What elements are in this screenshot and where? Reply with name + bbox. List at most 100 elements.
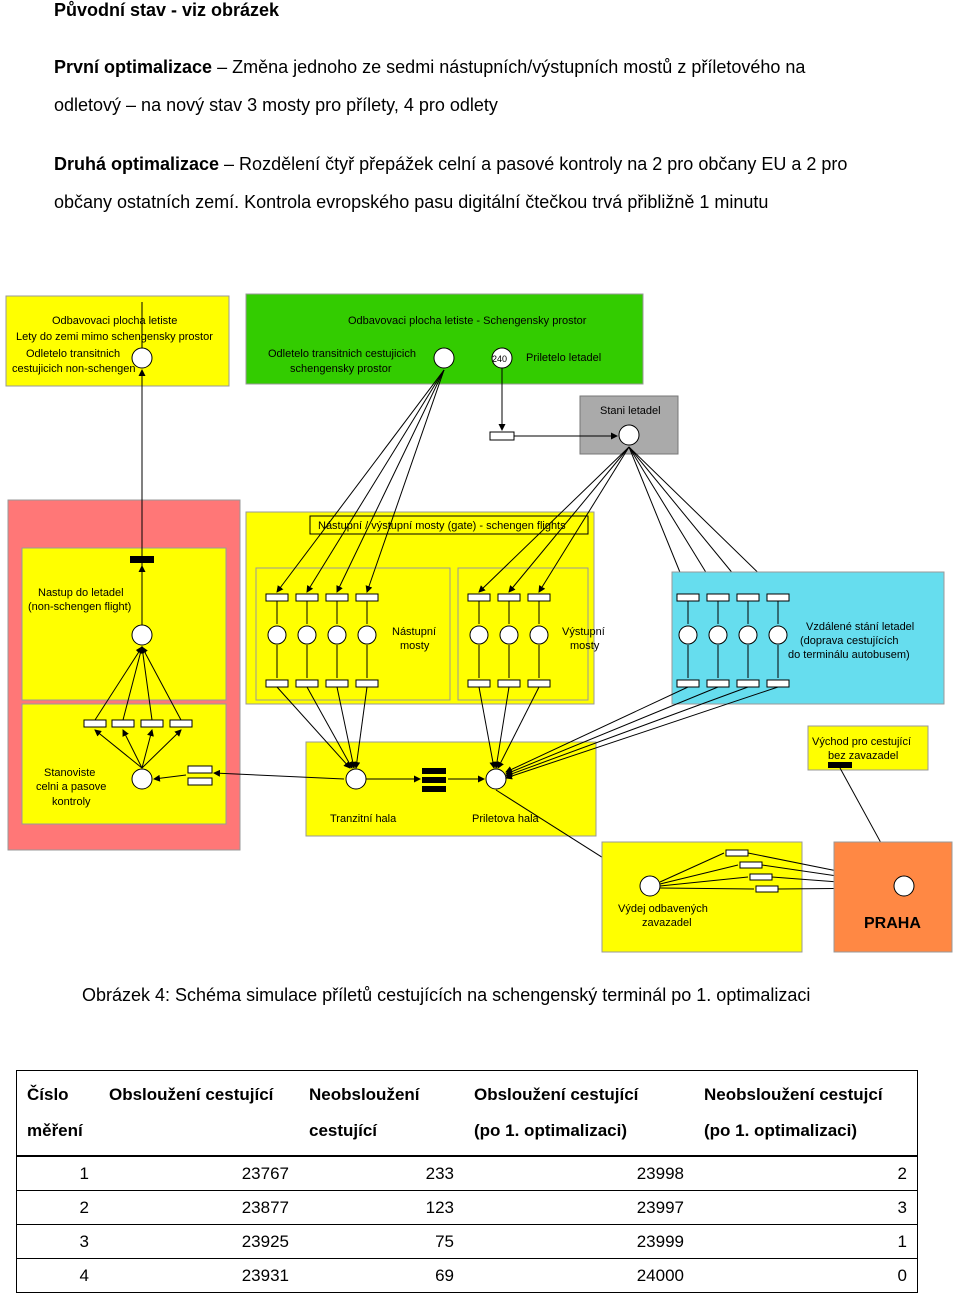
flow-lines-top	[138, 302, 779, 625]
remote-stand-nodes	[676, 593, 790, 688]
box-departure-schengen	[245, 293, 644, 385]
cell: 4	[16, 1258, 99, 1293]
label-boarding-bridges-2: mosty	[400, 640, 430, 652]
box-praha	[833, 841, 953, 953]
cell: 23999	[464, 1224, 694, 1259]
opt1-text-1: – Změna jednoho ze sedmi nástupních/výst…	[212, 57, 806, 77]
place-stand	[618, 424, 640, 446]
transition-exit-nobag	[828, 762, 852, 768]
transition-hall-1	[422, 768, 446, 774]
token-count: 240	[492, 354, 507, 364]
label-arrived: Priletelo letadel	[526, 352, 601, 364]
label-baggage: Výdej odbavených	[618, 903, 708, 915]
box-boarding-bridges	[255, 567, 451, 701]
label-exit-bridges-2: mosty	[570, 640, 600, 652]
header-served-opt: Obsloužení cestující(po 1. optimalizaci)	[474, 1085, 639, 1140]
table-row: 1 23767 233 23998 2	[16, 1155, 918, 1191]
paragraph-optimization-2: Druhá optimalizace – Rozdělení čtyř přep…	[54, 145, 914, 221]
box-boarding-nonschengen	[21, 547, 227, 701]
transition-hall-2	[422, 777, 446, 783]
place-departed-schengen	[433, 347, 455, 369]
place-praha	[893, 875, 915, 897]
cell: 23767	[99, 1155, 299, 1191]
label-remote-3: do terminálu autobusem)	[788, 649, 910, 661]
label-departure-schengen: Odbavovaci plocha letiste - Schengensky …	[348, 315, 587, 327]
page-heading: Původní stav - viz obrázek	[54, 0, 280, 20]
label-customs-2: celni a pasove	[36, 781, 106, 793]
opt1-label: První optimalizace	[54, 57, 213, 77]
label-exit-nobag: Východ pro cestující	[812, 736, 911, 748]
label-boarding-nonschengen-2: (non-schengen flight)	[28, 601, 131, 613]
table-row: 3 23925 75 23999 1	[16, 1224, 918, 1259]
cell: 75	[299, 1224, 464, 1259]
label-departed-transit: Odletelo transitnich	[26, 348, 120, 360]
transition-to-customs-1	[187, 765, 213, 774]
place-departed-transit	[131, 347, 153, 369]
label-departed-transit-2: cestujicich non-schengen	[12, 363, 136, 375]
figure-caption: Obrázek 4: Schéma simulace příletů cestu…	[82, 985, 811, 1005]
cell: 2	[16, 1190, 99, 1225]
box-exit-nobag	[807, 725, 929, 771]
paragraph-optimization-1: První optimalizace – Změna jednoho ze se…	[54, 48, 914, 124]
label-praha: PRAHA	[864, 915, 921, 932]
label-remote: Vzdálené stání letadel	[806, 621, 914, 633]
cell: 23997	[464, 1190, 694, 1225]
label-transit-hall: Tranzitní hala	[330, 813, 397, 825]
transition-landing	[489, 431, 515, 441]
place-customs	[131, 768, 153, 790]
cell: 23925	[99, 1224, 299, 1259]
place-transit-hall	[345, 768, 367, 790]
label-departure-nonschengen: Odbavovaci plocha letiste	[52, 315, 177, 327]
cell: 3	[694, 1190, 918, 1225]
cell: 2	[694, 1155, 918, 1191]
place-baggage	[639, 875, 661, 897]
cell: 0	[694, 1258, 918, 1293]
label-exit-nobag-2: bez zavazadel	[828, 750, 898, 762]
label-remote-2: (doprava cestujících	[800, 635, 898, 647]
customs-transitions	[83, 646, 193, 769]
label-exit-bridges: Výstupní	[562, 626, 605, 638]
simulation-diagram: Odbavovaci plocha letiste Lety do zemi m…	[5, 293, 953, 953]
label-arrival-hall: Priletova hala	[472, 813, 540, 825]
label-bridges: Nástupní / výstupní mosty (gate) - schen…	[318, 520, 566, 532]
cell: 23998	[464, 1155, 694, 1191]
box-departure-nonschengen	[5, 295, 230, 387]
label-customs-3: kontroly	[52, 796, 91, 808]
box-baggage	[601, 841, 803, 953]
label-boarding-nonschengen: Nastup do letadel	[38, 587, 124, 599]
place-boarding	[131, 624, 153, 646]
label-stand: Stani letadel	[600, 405, 661, 417]
cell: 3	[16, 1224, 99, 1259]
label-boarding-bridges: Nástupní	[392, 626, 436, 638]
exit-bridge-nodes	[467, 593, 551, 688]
opt1-text-2: odletový – na nový stav 3 mosty pro příl…	[54, 95, 498, 115]
place-arrival-hall	[485, 768, 507, 790]
cell: 123	[299, 1190, 464, 1225]
cell: 23931	[99, 1258, 299, 1293]
cell: 1	[16, 1155, 99, 1191]
cell: 69	[299, 1258, 464, 1293]
transition-to-customs-2	[187, 777, 213, 786]
cell: 24000	[464, 1258, 694, 1293]
opt2-label: Druhá optimalizace	[54, 154, 220, 174]
opt2-text-1: – Rozdělení čtyř přepážek celní a pasové…	[219, 154, 848, 174]
header-unserved-opt: Neobsloužení cestujcí(po 1. optimalizaci…	[704, 1085, 883, 1140]
box-bridges-title	[309, 515, 589, 535]
cell: 233	[299, 1155, 464, 1191]
transition-hall-3	[422, 786, 446, 792]
flow-lines-halls	[153, 686, 779, 881]
label-departure-nonschengen-2: Lety do zemi mimo schengensky prostor	[16, 331, 213, 343]
boarding-bridge-nodes	[265, 593, 379, 688]
cell: 1	[694, 1224, 918, 1259]
table-row: 2 23877 123 23997 3	[16, 1190, 918, 1225]
label-departed-schengen: Odletelo transitnich cestujicich	[268, 348, 416, 360]
label-customs: Stanoviste	[44, 767, 95, 779]
label-departed-schengen-2: schengensky prostor	[290, 363, 392, 375]
cell: 23877	[99, 1190, 299, 1225]
table-row: 4 23931 69 24000 0	[16, 1258, 918, 1293]
header-served: Obsloužení cestující	[109, 1085, 274, 1104]
